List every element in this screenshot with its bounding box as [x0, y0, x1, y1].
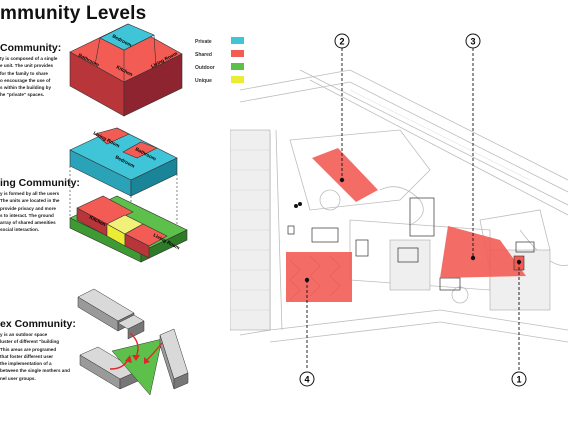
legend-item-unique: Unique: [195, 76, 255, 86]
legend-swatch-shared: [231, 50, 244, 57]
legend-item-shared: Shared: [195, 50, 255, 60]
svg-text:1: 1: [516, 375, 521, 385]
legend-item-outdoor: Outdoor: [195, 63, 255, 73]
section-3-title: ex Community:: [0, 318, 76, 330]
section-2-title: ing Community:: [0, 177, 80, 189]
marker-2: 2: [334, 33, 350, 49]
svg-text:3: 3: [470, 37, 475, 47]
legend-item-private: Private: [195, 37, 255, 47]
section-1-text: ty is composed of a single e unit. The u…: [0, 56, 58, 98]
legend-swatch-outdoor: [231, 63, 244, 70]
marker-3: 3: [465, 33, 481, 49]
block-1-private-room: [99, 23, 155, 51]
marker-1: 1: [511, 371, 527, 387]
shared-housing-exploded-diagram: Living Room Bedroom Bathroom Kitchen Liv…: [69, 127, 188, 263]
building-complex-diagram: [77, 288, 189, 396]
page-title: mmunity Levels: [0, 3, 147, 24]
site-plan-map: 2 3 1 4: [230, 33, 568, 387]
zone-4-shared: [286, 252, 352, 302]
legend-swatch-private: [231, 37, 244, 44]
legend-swatch-unique: [231, 76, 244, 83]
block-1-right-face: [123, 53, 183, 117]
svg-text:2: 2: [339, 37, 344, 47]
svg-text:4: 4: [304, 375, 309, 385]
zone-3-shared: [440, 226, 526, 278]
section-1-title: Community:: [0, 42, 62, 54]
zone-2-shared: [312, 148, 378, 202]
section-3-text: y is an outdoor space luster of differen…: [0, 332, 70, 381]
section-2-text: y is formed by all the users The units a…: [0, 191, 60, 233]
marker-4: 4: [299, 371, 315, 387]
single-family-block-diagram: Bathroom Bedroom Kitchen Living Room: [69, 23, 183, 117]
tree-icon: [294, 202, 302, 208]
